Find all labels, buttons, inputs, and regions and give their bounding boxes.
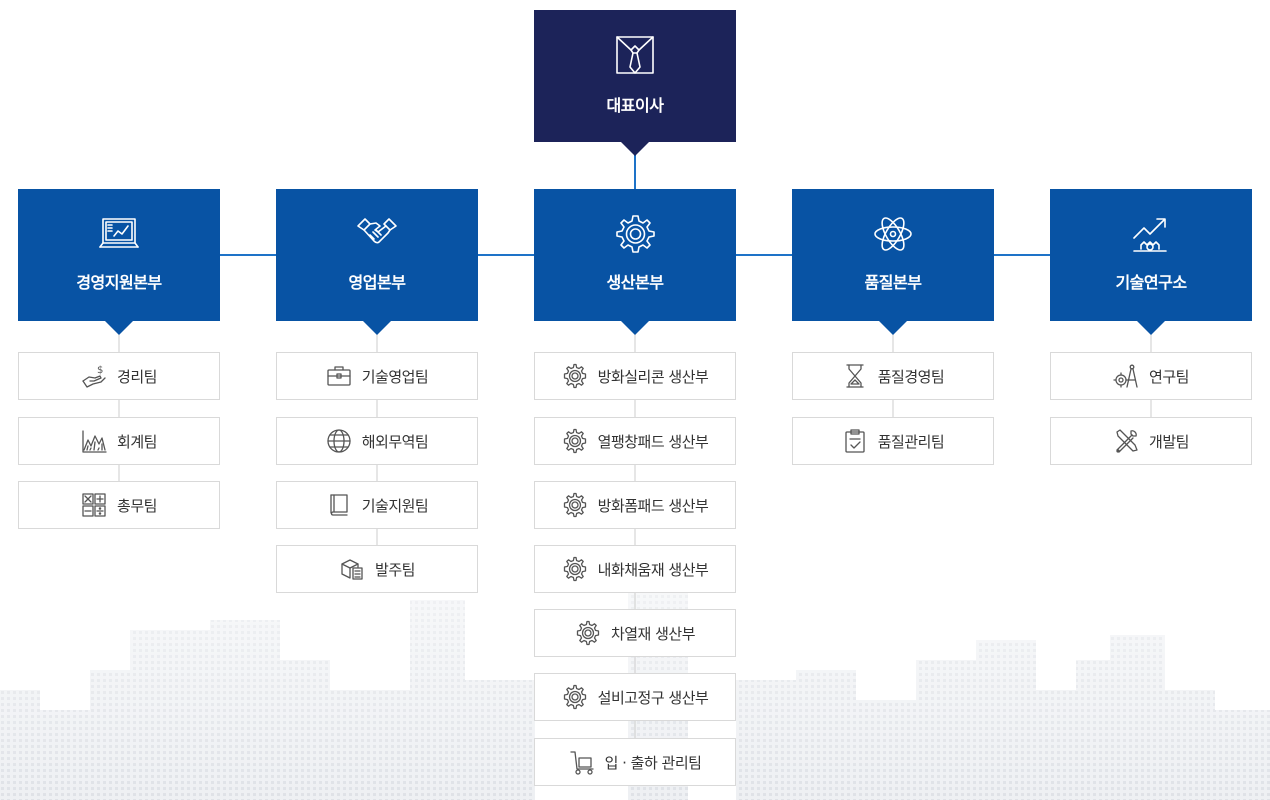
growth-arrow-icon [1133, 218, 1167, 252]
division-notch [621, 321, 649, 335]
division-notch [105, 321, 133, 335]
team-box: 품질관리팀 [792, 417, 994, 465]
team-box: 열팽창패드 생산부 [534, 417, 736, 465]
gear-icon [563, 428, 586, 454]
tools-icon [1116, 429, 1138, 453]
team-label: 발주팀 [375, 560, 415, 579]
globe-icon [327, 429, 351, 453]
team-box: 설비고정구 생산부 [534, 673, 736, 721]
division-notch [879, 321, 907, 335]
team-box: 연구팀 [1050, 352, 1252, 400]
team-box: 입 · 출하 관리팀 [534, 738, 736, 786]
division-research-lab: 기술연구소 [1050, 189, 1252, 335]
team-box: 차열재 생산부 [534, 609, 736, 657]
team-label: 기술지원팀 [361, 496, 429, 515]
team-label: 입 · 출하 관리팀 [604, 753, 702, 772]
box-list-icon [341, 559, 363, 580]
handshake-icon [357, 218, 397, 244]
team-label: 품질관리팀 [877, 432, 945, 451]
team-label: 경리팀 [117, 367, 157, 386]
team-label: 차열재 생산부 [610, 624, 696, 643]
necktie-icon [616, 36, 654, 74]
hand-dollar-icon: $ [82, 365, 106, 388]
gear-icon [616, 215, 655, 253]
team-box: 품질경영팀 [792, 352, 994, 400]
hourglass-icon [846, 364, 864, 388]
calculator-icon [82, 493, 106, 517]
briefcase-icon [327, 366, 351, 386]
team-box: 내화채움재 생산부 [534, 545, 736, 593]
book-icon [330, 494, 348, 516]
team-label: 연구팀 [1149, 367, 1189, 386]
mountain-chart-icon [82, 430, 107, 453]
team-box: 발주팀 [276, 545, 478, 593]
division-production: 생산본부 [534, 189, 736, 335]
team-label: 설비고정구 생산부 [597, 688, 709, 707]
gear-icon [576, 620, 600, 646]
team-label: 내화채움재 생산부 [597, 560, 709, 579]
monitor-chart-icon [99, 218, 139, 248]
team-box: 방화폼패드 생산부 [534, 481, 736, 529]
atom-icon [874, 217, 912, 251]
division-label: 품질본부 [864, 273, 922, 292]
team-box: 기술영업팀 [276, 352, 478, 400]
division-sales: 영업본부 [276, 189, 478, 335]
hand-truck-icon [569, 751, 594, 775]
clipboard-check-icon [845, 429, 865, 453]
team-label: 열팽창패드 생산부 [597, 432, 709, 451]
team-label: 방화폼패드 생산부 [597, 496, 709, 515]
ceo-notch [621, 142, 649, 156]
division-label: 영업본부 [348, 273, 406, 292]
team-label: 총무팀 [117, 496, 157, 515]
division-quality: 품질본부 [792, 189, 994, 335]
gear-icon [563, 684, 586, 710]
division-management-support: 경영지원본부 [18, 189, 220, 335]
division-label: 생산본부 [606, 273, 664, 292]
team-label: 품질경영팀 [877, 367, 945, 386]
gear-icon [563, 492, 586, 518]
gear-icon [563, 363, 586, 389]
team-box: 기술지원팀 [276, 481, 478, 529]
ceo-box: 대표이사 [534, 10, 736, 156]
team-label: 방화실리콘 생산부 [597, 367, 709, 386]
team-box: 총무팀 [18, 481, 220, 529]
gear-compass-icon [1113, 364, 1138, 388]
team-label: 기술영업팀 [361, 367, 429, 386]
team-box: 개발팀 [1050, 417, 1252, 465]
team-box: 회계팀 [18, 417, 220, 465]
gear-icon [563, 556, 586, 582]
team-label: 개발팀 [1149, 432, 1189, 451]
team-box: 해외무역팀 [276, 417, 478, 465]
division-notch [363, 321, 391, 335]
division-label: 기술연구소 [1115, 273, 1187, 292]
team-box: 방화실리콘 생산부 [534, 352, 736, 400]
team-label: 해외무역팀 [361, 432, 429, 451]
ceo-label: 대표이사 [606, 96, 664, 115]
team-label: 회계팀 [117, 432, 157, 451]
division-notch [1137, 321, 1165, 335]
svg-text:$: $ [97, 365, 103, 376]
team-box: $ 경리팀 [18, 352, 220, 400]
division-label: 경영지원본부 [76, 273, 162, 292]
